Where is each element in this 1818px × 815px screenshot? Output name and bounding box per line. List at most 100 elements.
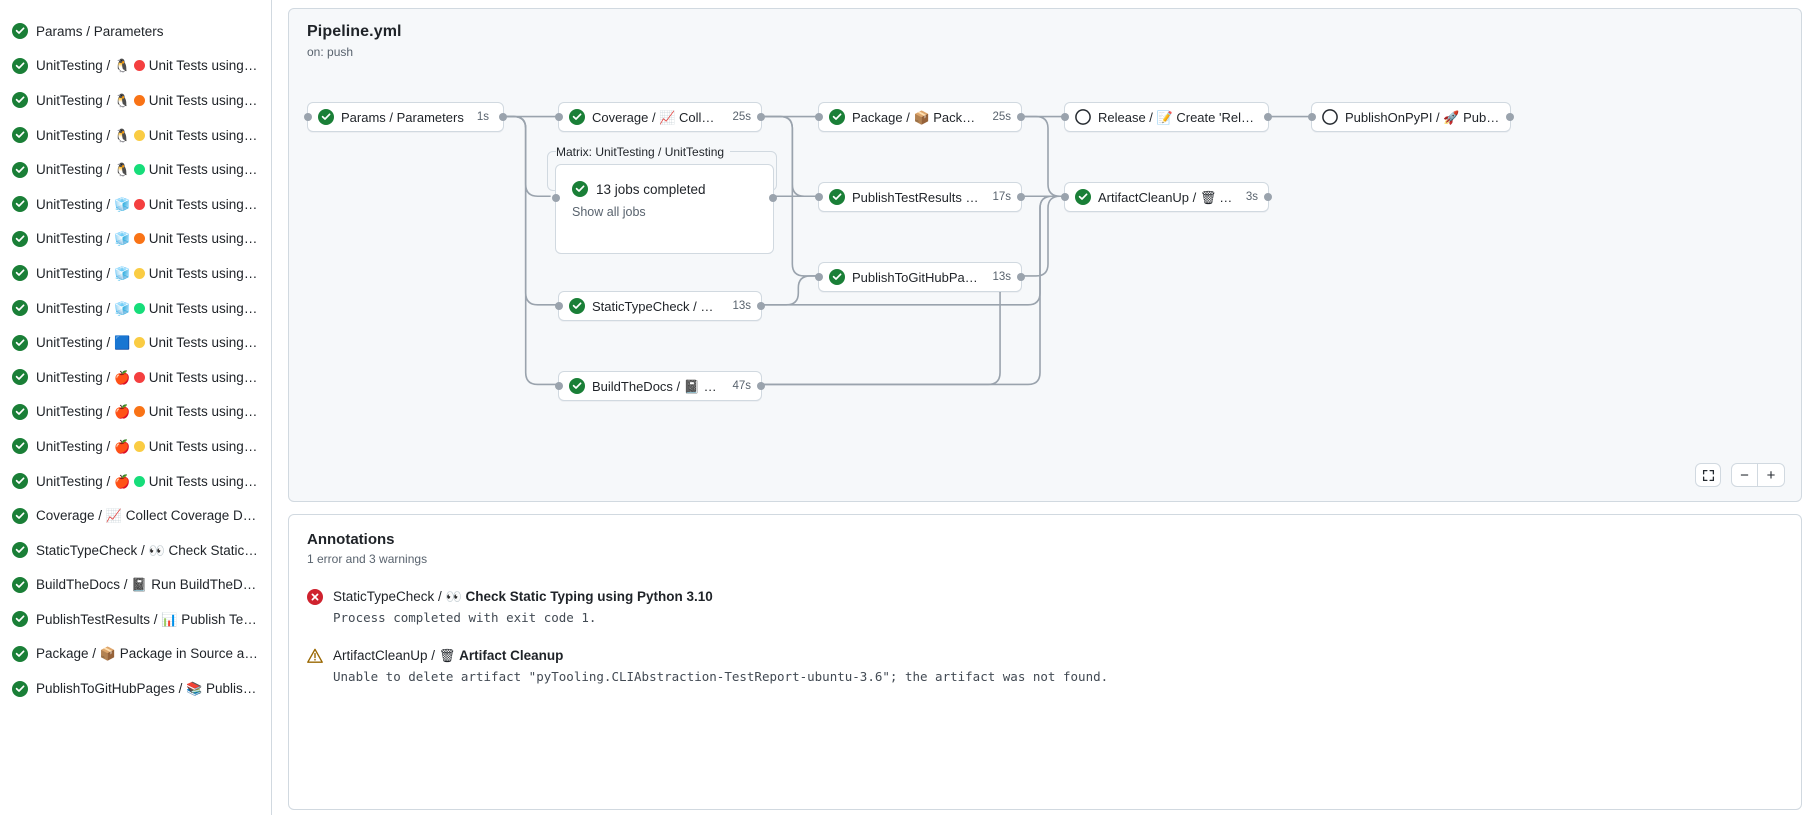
sidebar-job-item[interactable]: PublishTestResults / 📊 Publish Test Resu… <box>4 602 267 637</box>
sidebar-job-item[interactable]: UnitTesting / 🟦 Unit Tests using Pyth… <box>4 325 267 360</box>
sidebar-job-label: UnitTesting / 🐧 Unit Tests using Pyth… <box>36 162 259 178</box>
python-version-dot <box>134 94 145 106</box>
job-emoji-icon: 🍎 <box>114 369 131 385</box>
success-check-icon <box>569 378 585 394</box>
zoom-in-button[interactable]: + <box>1766 466 1776 484</box>
node-output-port <box>757 113 765 121</box>
graph-node-duration: 17s <box>992 191 1011 203</box>
node-input-port <box>555 382 563 390</box>
annotation-item[interactable]: StaticTypeCheck / 👀 Check Static Typing … <box>307 588 1783 625</box>
workflow-graph-card: Pipeline.yml on: push <box>288 8 1802 502</box>
sidebar-job-item[interactable]: Coverage / 📈 Collect Coverage Data usi… <box>4 498 267 533</box>
success-check-icon <box>12 23 28 40</box>
sidebar-job-item[interactable]: BuildTheDocs / 📓 Run BuildTheDocs <box>4 568 267 603</box>
annotations-list: StaticTypeCheck / 👀 Check Static Typing … <box>307 588 1783 684</box>
node-input-port <box>1061 113 1069 121</box>
node-input-port <box>555 113 563 121</box>
job-emoji-icon: 📚 <box>186 681 203 697</box>
graph-node-statictype[interactable]: StaticTypeCheck / 👀 Chec…13s <box>555 291 765 321</box>
success-check-icon <box>12 265 28 282</box>
sidebar-job-item[interactable]: UnitTesting / 🐧 Unit Tests using Pyth… <box>4 83 267 118</box>
job-emoji-icon: 📦 <box>99 646 116 662</box>
zoom-out-button[interactable]: − <box>1732 464 1758 486</box>
job-emoji-icon: 🐧 <box>114 58 131 74</box>
node-emoji-icon: 🚀 <box>1443 109 1460 125</box>
sidebar-job-item[interactable]: UnitTesting / 🐧 Unit Tests using Pyth… <box>4 152 267 187</box>
job-emoji-icon: 🍎 <box>114 438 131 454</box>
node-output-port <box>1017 193 1025 201</box>
annotation-emoji-icon: 👀 <box>445 589 462 604</box>
python-version-dot <box>134 164 145 176</box>
success-check-icon <box>12 680 28 697</box>
node-output-port <box>757 302 765 310</box>
node-input-port <box>815 273 823 281</box>
sidebar-job-label: UnitTesting / 🧊 Unit Tests using Pyth… <box>36 265 259 281</box>
graph-node-coverage[interactable]: Coverage / 📈 Collect Cove…25s <box>555 102 765 132</box>
graph-node-publishtestresults[interactable]: PublishTestResults / 📊 Pu…17s <box>815 182 1025 212</box>
annotation-heading: ArtifactCleanUp / 🗑 Artifact Cleanup <box>333 648 564 663</box>
sidebar-job-item[interactable]: Params / Parameters <box>4 14 267 49</box>
graph-node-artifactcleanup[interactable]: ArtifactCleanUp / 🗑 Artifac…3s <box>1061 182 1272 212</box>
node-input-port <box>555 302 563 310</box>
sidebar-job-label: UnitTesting / 🐧 Unit Tests using Pyth… <box>36 58 259 74</box>
graph-node-publishonpypi[interactable]: PublishOnPyPI / 🚀 Publish to … <box>1308 102 1514 132</box>
annotation-severity-icon <box>307 589 323 625</box>
graph-node-duration: 13s <box>732 300 751 312</box>
job-emoji-icon: 📈 <box>105 508 122 524</box>
success-check-icon <box>12 334 28 351</box>
sidebar-job-item[interactable]: PublishToGitHubPages / 📚 Publish to G… <box>4 671 267 706</box>
job-emoji-icon: 📊 <box>161 611 178 627</box>
sidebar-job-label: UnitTesting / 🐧 Unit Tests using Pyth… <box>36 127 259 143</box>
node-input-port <box>815 193 823 201</box>
page-title: Pipeline.yml <box>307 23 402 40</box>
zoom-controls: − + <box>1695 463 1785 487</box>
sidebar-job-label: BuildTheDocs / 📓 Run BuildTheDocs <box>36 577 259 593</box>
node-emoji-icon: 📝 <box>1156 109 1173 125</box>
job-emoji-icon: 🐧 <box>114 162 131 178</box>
job-emoji-icon: 🐧 <box>114 127 131 143</box>
annotation-heading: StaticTypeCheck / 👀 Check Static Typing … <box>333 589 713 604</box>
sidebar-job-item[interactable]: Package / 📦 Package in Source and Wh… <box>4 637 267 672</box>
sidebar-job-item[interactable]: StaticTypeCheck / 👀 Check Static Typing… <box>4 533 267 568</box>
sidebar-job-label: UnitTesting / 🍎 Unit Tests using Pyth… <box>36 404 259 420</box>
sidebar-job-item[interactable]: UnitTesting / 🧊 Unit Tests using Pyth… <box>4 256 267 291</box>
graph-node-label: Release / 📝 Create 'Release P… <box>1098 109 1258 125</box>
graph-node-package[interactable]: Package / 📦 Package in So…25s <box>815 102 1025 132</box>
show-all-jobs-link[interactable]: Show all jobs <box>572 205 646 219</box>
graph-node-duration: 1s <box>476 111 489 123</box>
fit-to-screen-button[interactable] <box>1695 463 1721 487</box>
graph-node-publishgithubpages[interactable]: PublishToGitHubPages / 📚 …13s <box>815 262 1025 292</box>
annotation-severity-icon <box>307 648 323 684</box>
node-emoji-icon: 📈 <box>659 109 676 125</box>
success-check-icon <box>12 645 28 662</box>
success-check-icon <box>829 189 845 205</box>
annotation-message: Process completed with exit code 1. <box>333 610 597 625</box>
success-check-icon <box>569 298 585 314</box>
job-emoji-icon: 🧊 <box>114 196 131 212</box>
sidebar-job-item[interactable]: UnitTesting / 🧊 Unit Tests using Pyth… <box>4 222 267 257</box>
success-check-icon <box>12 369 28 386</box>
sidebar-job-item[interactable]: UnitTesting / 🐧 Unit Tests using Pyth… <box>4 118 267 153</box>
sidebar-job-item[interactable]: UnitTesting / 🍎 Unit Tests using Pyth… <box>4 395 267 430</box>
graph-node-release[interactable]: Release / 📝 Create 'Release P… <box>1061 102 1272 132</box>
sidebar-job-item[interactable]: UnitTesting / 🧊 Unit Tests using Pyth… <box>4 291 267 326</box>
sidebar-job-item[interactable]: UnitTesting / 🍎 Unit Tests using Pyth… <box>4 429 267 464</box>
graph-node-buildthedocs[interactable]: BuildTheDocs / 📓 Run Buil…47s <box>555 371 765 401</box>
sidebar-job-item[interactable]: UnitTesting / 🍎 Unit Tests using Pyth… <box>4 464 267 499</box>
success-check-icon <box>12 300 28 317</box>
node-output-port <box>1017 273 1025 281</box>
sidebar-job-item[interactable]: UnitTesting / 🧊 Unit Tests using Pyth… <box>4 187 267 222</box>
sidebar-job-item[interactable]: UnitTesting / 🍎 Unit Tests using Pyth… <box>4 360 267 395</box>
python-version-dot <box>134 440 145 452</box>
node-input-port <box>815 113 823 121</box>
sidebar-job-item[interactable]: UnitTesting / 🐧 Unit Tests using Pyth… <box>4 49 267 84</box>
node-emoji-icon: 👀 <box>700 298 717 314</box>
success-check-icon <box>12 57 28 74</box>
annotation-emoji-icon: 🗑 <box>438 648 456 663</box>
